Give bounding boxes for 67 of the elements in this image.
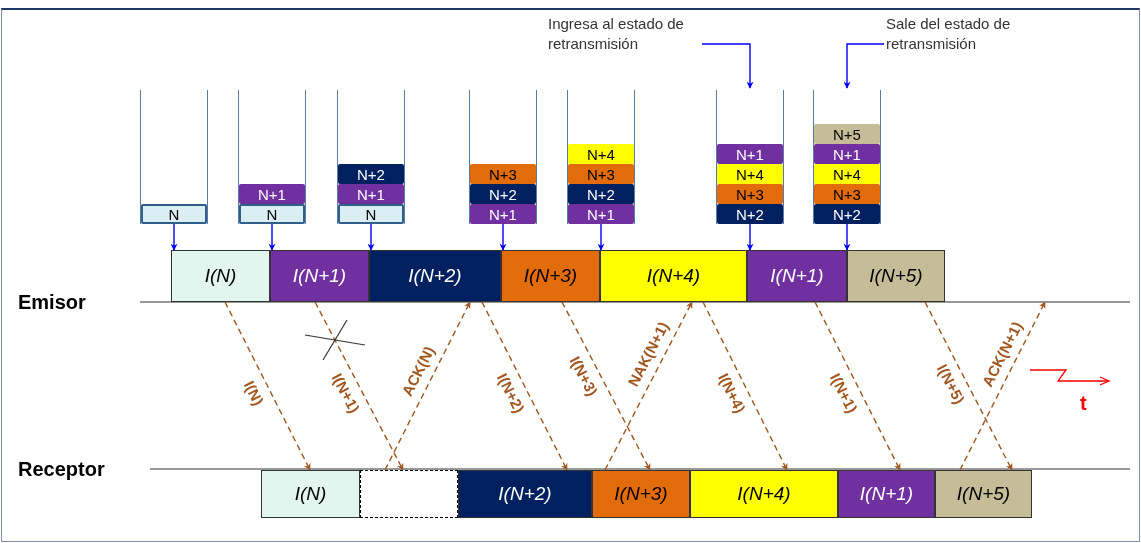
frame-box: I(N+1) [747, 250, 847, 302]
buffer-container [238, 90, 306, 224]
buffer-slot: N+1 [338, 184, 404, 204]
buffer-slot: N+1 [814, 144, 880, 164]
buffer-slot: N [239, 204, 305, 224]
arrow [702, 301, 788, 471]
arrow [481, 301, 568, 471]
annotation-text: Sale del estado de retransmisión [886, 14, 1036, 54]
arrow [924, 301, 1013, 471]
frame-box: I(N+4) [600, 250, 747, 302]
arrow [499, 223, 507, 251]
buffer-slot: N+3 [568, 164, 634, 184]
axis-label: Receptor [18, 457, 105, 482]
buffer-slot: N+1 [568, 204, 634, 224]
buffer-container [813, 90, 881, 224]
frame-box: I(N+5) [847, 250, 945, 302]
buffer-container [140, 90, 208, 224]
frame-box: I(N+5) [935, 470, 1032, 518]
arrow [561, 301, 651, 471]
frame-box: I(N+3) [592, 470, 690, 518]
arrow [701, 43, 754, 89]
buffer-slot: N+4 [568, 144, 634, 164]
buffer-slot: N+2 [717, 204, 783, 224]
arrow [746, 223, 754, 251]
buffer-container [567, 90, 635, 224]
arrow [843, 43, 885, 89]
buffer-slot: N+2 [470, 184, 536, 204]
buffer-slot: N+4 [717, 164, 783, 184]
arrow [604, 301, 693, 471]
buffer-slot: N+1 [717, 144, 783, 164]
buffer-slot: N+3 [814, 184, 880, 204]
frame-box: I(N+2) [458, 470, 592, 518]
arrow [814, 301, 901, 471]
edge-label: I(N) [241, 378, 267, 408]
buffer-slot: N+5 [814, 124, 880, 144]
frame-box: I(N+3) [501, 250, 600, 302]
time-label: t [1080, 391, 1087, 416]
arrow [314, 301, 404, 471]
buffer-slot: N [338, 204, 404, 224]
buffer-slot: N+3 [717, 184, 783, 204]
arrow [597, 223, 605, 251]
arrow [843, 223, 851, 251]
frame-box: I(N) [171, 250, 270, 302]
buffer-container [337, 90, 405, 224]
buffer-container [469, 90, 537, 224]
arrow [268, 223, 276, 251]
arrow [367, 223, 375, 251]
frame-box: I(N+2) [369, 250, 501, 302]
frame-box: I(N) [261, 470, 360, 518]
buffer-slot: N+2 [814, 204, 880, 224]
axis-label: Emisor [18, 290, 86, 315]
buffer-slot: N+1 [239, 184, 305, 204]
buffer-slot: N+1 [470, 204, 536, 224]
frame-box: I(N+1) [838, 470, 935, 518]
buffer-slot: N+3 [470, 164, 536, 184]
buffer-slot: N+2 [568, 184, 634, 204]
annotation-text: Ingresa al estado de retransmisión [548, 14, 700, 54]
frame-box: I(N+4) [690, 470, 838, 518]
arrow [170, 223, 178, 251]
arrow [224, 301, 311, 471]
arrow [959, 301, 1046, 471]
buffer-container [716, 90, 784, 224]
buffer-slot: N [141, 204, 207, 224]
arrow [384, 301, 471, 471]
buffer-slot: N+2 [338, 164, 404, 184]
buffer-slot: N+4 [814, 164, 880, 184]
frame-box: I(N+1) [270, 250, 369, 302]
